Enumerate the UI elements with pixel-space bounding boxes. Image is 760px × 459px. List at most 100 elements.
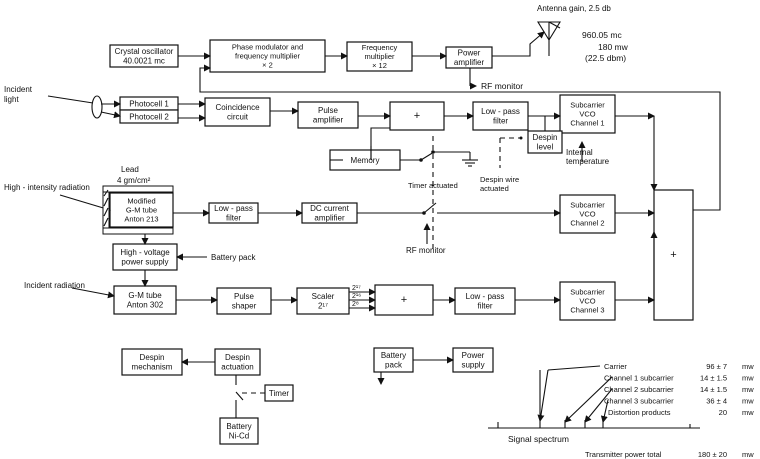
despin-level-label: Despin <box>533 133 558 142</box>
timer-actuated-label: Timer actuated <box>408 181 458 190</box>
battery-pack-bottom-label: Battery <box>381 351 406 360</box>
scaler-label: 2¹⁷ <box>318 302 328 311</box>
high-voltage-supply-label: power supply <box>121 258 168 267</box>
incident-light-label: Incident <box>4 85 33 94</box>
subcarrier-vco-3-label: Subcarrier <box>570 288 605 297</box>
power-amplifier-label: amplifier <box>454 58 485 67</box>
subcarrier-vco-1-label: VCO <box>579 110 595 119</box>
gm-tube-302-label: Anton 302 <box>127 301 164 310</box>
spectrum-row-unit: mw <box>742 397 754 406</box>
spectrum-row-value: 36 ± 4 <box>706 397 727 406</box>
spectrum-row-value: 96 ± 7 <box>706 362 727 371</box>
lead-density-label: 4 gm/cm² <box>117 176 151 185</box>
gm-tube-302-label: G-M tube <box>128 291 162 300</box>
lead-label: Lead <box>121 165 139 174</box>
rf-monitor-top-label: RF monitor <box>481 81 523 91</box>
rf-monitor-mid-label: RF monitor <box>406 246 446 255</box>
modified-gm-tube-label: G-M tube <box>126 206 157 215</box>
spectrum-row-name: Channel 1 subcarrier <box>604 374 674 383</box>
despin-wire-label: actuated <box>480 184 509 193</box>
incident-light-label: light <box>4 95 19 104</box>
adder-1-block: + <box>389 101 445 131</box>
subcarrier-vco-2-label: Channel 2 <box>570 219 604 228</box>
antenna-icon <box>537 21 561 56</box>
signal-spectrum-plot <box>488 370 700 429</box>
spectrum-row-name: Carrier <box>604 362 627 371</box>
internal-temperature-label: temperature <box>566 157 610 166</box>
subcarrier-vco-2-label: VCO <box>579 210 595 219</box>
modified-gm-tube-label: Modified <box>127 197 155 206</box>
high-voltage-supply-label: High - voltage <box>120 248 170 257</box>
dc-current-amplifier-label: DC current <box>310 204 349 213</box>
spectrum-row-unit: mw <box>742 362 754 371</box>
pulse-shaper-label: shaper <box>232 302 257 311</box>
despin-wire-label: Despin wire <box>480 175 519 184</box>
photocell-2-block: Photocell 2 <box>119 109 179 124</box>
low-pass-filter-3-label: filter <box>477 302 492 311</box>
modified-gm-tube-label: Anton 213 <box>124 215 158 224</box>
pulse-amplifier-label: Pulse <box>318 106 339 115</box>
spectrum-row-name: Channel 3 subcarrier <box>604 397 674 406</box>
spectrum-row-unit: mw <box>742 374 754 383</box>
subcarrier-vco-3-label: Channel 3 <box>570 306 604 315</box>
frequency-multiplier-label: × 12 <box>372 61 387 70</box>
spectrum-row-value: 20 <box>719 408 727 417</box>
output-power-label: 180 mw <box>598 42 629 52</box>
rf-switch-icon <box>422 202 437 215</box>
pulse-shaper-label: Pulse <box>234 292 255 301</box>
phase-modulator-label: × 2 <box>262 61 273 70</box>
power-supply-label: Power <box>462 351 485 360</box>
subcarrier-vco-1-label: Channel 1 <box>570 119 604 128</box>
connections <box>47 31 721 423</box>
antenna-gain-label: Antenna gain, 2.5 db <box>537 4 611 13</box>
phase-modulator-label: Phase modulator and <box>232 43 303 52</box>
battery-pack-bottom-label: pack <box>385 361 403 370</box>
total-power-unit: mw <box>742 450 754 459</box>
output-freq-label: 960.05 mc <box>582 30 622 40</box>
spectrum-row-name: Channel 2 subcarrier <box>604 385 674 394</box>
crystal-oscillator-label: 40.0021 mc <box>123 57 165 66</box>
despin-actuation-label: Despin <box>225 353 250 362</box>
low-pass-filter-3-label: Low - pass <box>466 292 505 301</box>
subcarrier-vco-2-label: Subcarrier <box>570 201 605 210</box>
timer-block: Timer <box>264 384 294 402</box>
lens-icon <box>91 95 103 119</box>
low-pass-filter-1-label: Low - pass <box>481 107 520 116</box>
scaler-tap-label: 2⁸ <box>352 301 359 308</box>
low-pass-filter-2-label: Low - pass <box>214 204 253 213</box>
low-pass-filter-2-label: filter <box>226 214 241 223</box>
total-power-name: Transmitter power total <box>585 450 662 459</box>
lead-shield <box>102 185 174 235</box>
spectrum-row-value: 14 ± 1.5 <box>700 374 727 383</box>
main-adder-block: + <box>653 189 694 321</box>
frequency-multiplier-label: Frequency <box>362 43 398 52</box>
subcarrier-vco-1-label: Subcarrier <box>570 101 605 110</box>
battery-pack-mid-label: Battery pack <box>211 253 256 262</box>
incident-radiation-label: Incident radiation <box>24 281 85 290</box>
despin-wire-switch-icon <box>519 136 523 140</box>
scaler-tap-label: 2¹⁷ <box>352 285 361 292</box>
despin-mechanism-label: mechanism <box>132 363 173 372</box>
internal-temperature-label: Internal <box>566 148 593 157</box>
total-power-value: 180 ± 20 <box>698 450 727 459</box>
scaler-tap-label: 2¹⁶ <box>352 293 361 300</box>
spectrum-row-unit: mw <box>742 408 754 417</box>
signal-spectrum-label: Signal spectrum <box>508 434 569 444</box>
